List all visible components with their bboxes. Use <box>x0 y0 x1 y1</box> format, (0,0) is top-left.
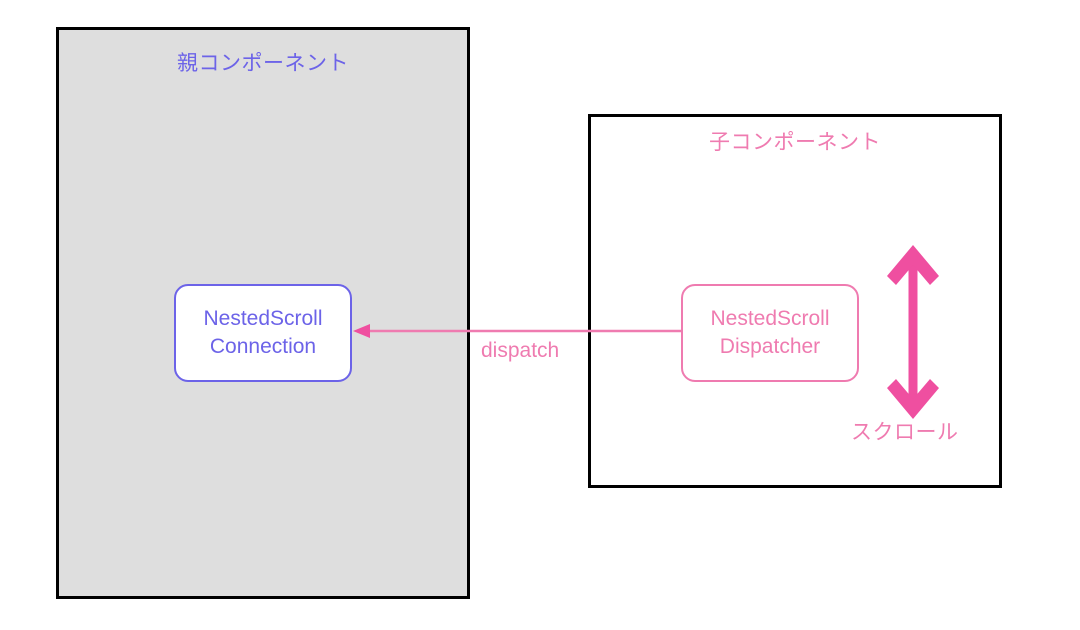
child-component-title: 子コンポーネント <box>709 131 881 154</box>
nested-scroll-connection-line2: Connection <box>209 335 317 358</box>
nested-scroll-dispatcher-node[interactable]: NestedScroll Dispatcher <box>681 284 859 382</box>
child-component-container: 子コンポーネント <box>588 114 1002 488</box>
nested-scroll-dispatcher-line2: Dispatcher <box>719 335 821 358</box>
nested-scroll-connection-node[interactable]: NestedScroll Connection <box>174 284 352 382</box>
nested-scroll-connection-line1: NestedScroll <box>203 307 323 331</box>
dispatch-edge-label: dispatch <box>481 339 560 362</box>
nested-scroll-dispatcher-line1: NestedScroll <box>710 307 830 331</box>
scroll-arrow-label: スクロール <box>851 421 959 444</box>
parent-component-title: 親コンポーネント <box>177 52 349 75</box>
